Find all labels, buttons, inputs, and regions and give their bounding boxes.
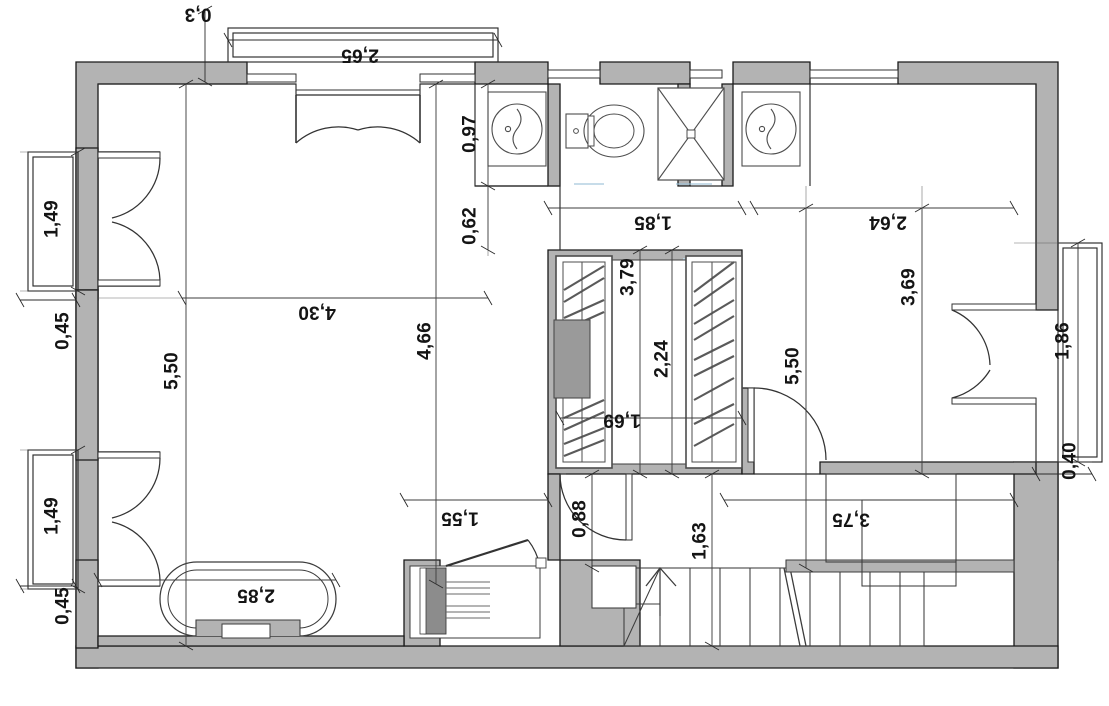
dimension-label-5-50-left: 5,50 [161,352,183,390]
dimension-label-3-69: 3,69 [898,268,920,306]
dimension-label-0-45-upper: 0,45 [52,312,74,350]
windows-layer [246,69,899,83]
dimension-label-2-85: 2,85 [237,584,275,606]
staircase [591,473,1015,647]
dimension-label-0-88: 0,88 [569,500,591,538]
dimension-label-0-45-lower: 0,45 [52,587,74,625]
dimension-label-1-86: 1,86 [1052,322,1074,360]
inner-outlines [97,83,1037,636]
dimension-label-1-69: 1,69 [603,409,641,431]
bathroom-fixtures [487,87,801,185]
wardrobe-right [685,255,743,469]
bathtub [159,561,337,639]
washbasin-left [487,91,547,167]
wardrobe-left [553,255,613,469]
dimension-label-1-85: 1,85 [634,211,672,233]
dimension-label-3-79: 3,79 [617,258,639,296]
toilet [565,104,645,158]
dimension-label-3-75: 3,75 [832,508,870,530]
dimension-label-4-66: 4,66 [414,322,436,360]
dimension-label-5-50-right: 5,50 [782,347,804,385]
utility-closet [409,538,547,639]
dimension-label-1-63: 1,63 [689,522,711,560]
dimension-label-4-30: 4,30 [298,301,336,323]
washbasin-right [741,91,801,167]
boiler-unit [419,567,490,635]
dimension-label-2-64: 2,64 [869,211,907,233]
dimension-label-2-65: 2,65 [341,44,379,66]
shower-cabin [657,87,725,181]
extension-lines [20,84,1092,646]
dimension-label-2-24: 2,24 [651,340,673,378]
dimension-label-0-3: 0,3 [184,3,212,25]
balcony-top [227,27,499,63]
dimension-label-0-62: 0,62 [459,207,481,245]
dimension-label-1-49-upper: 1,49 [41,200,63,238]
dimension-label-1-55: 1,55 [441,507,479,529]
dimension-label-0-97: 0,97 [459,115,481,153]
dimension-label-0-40: 0,40 [1059,442,1081,480]
dimension-label-1-49-lower: 1,49 [41,497,63,535]
walk-in-closet-interior [553,255,743,469]
